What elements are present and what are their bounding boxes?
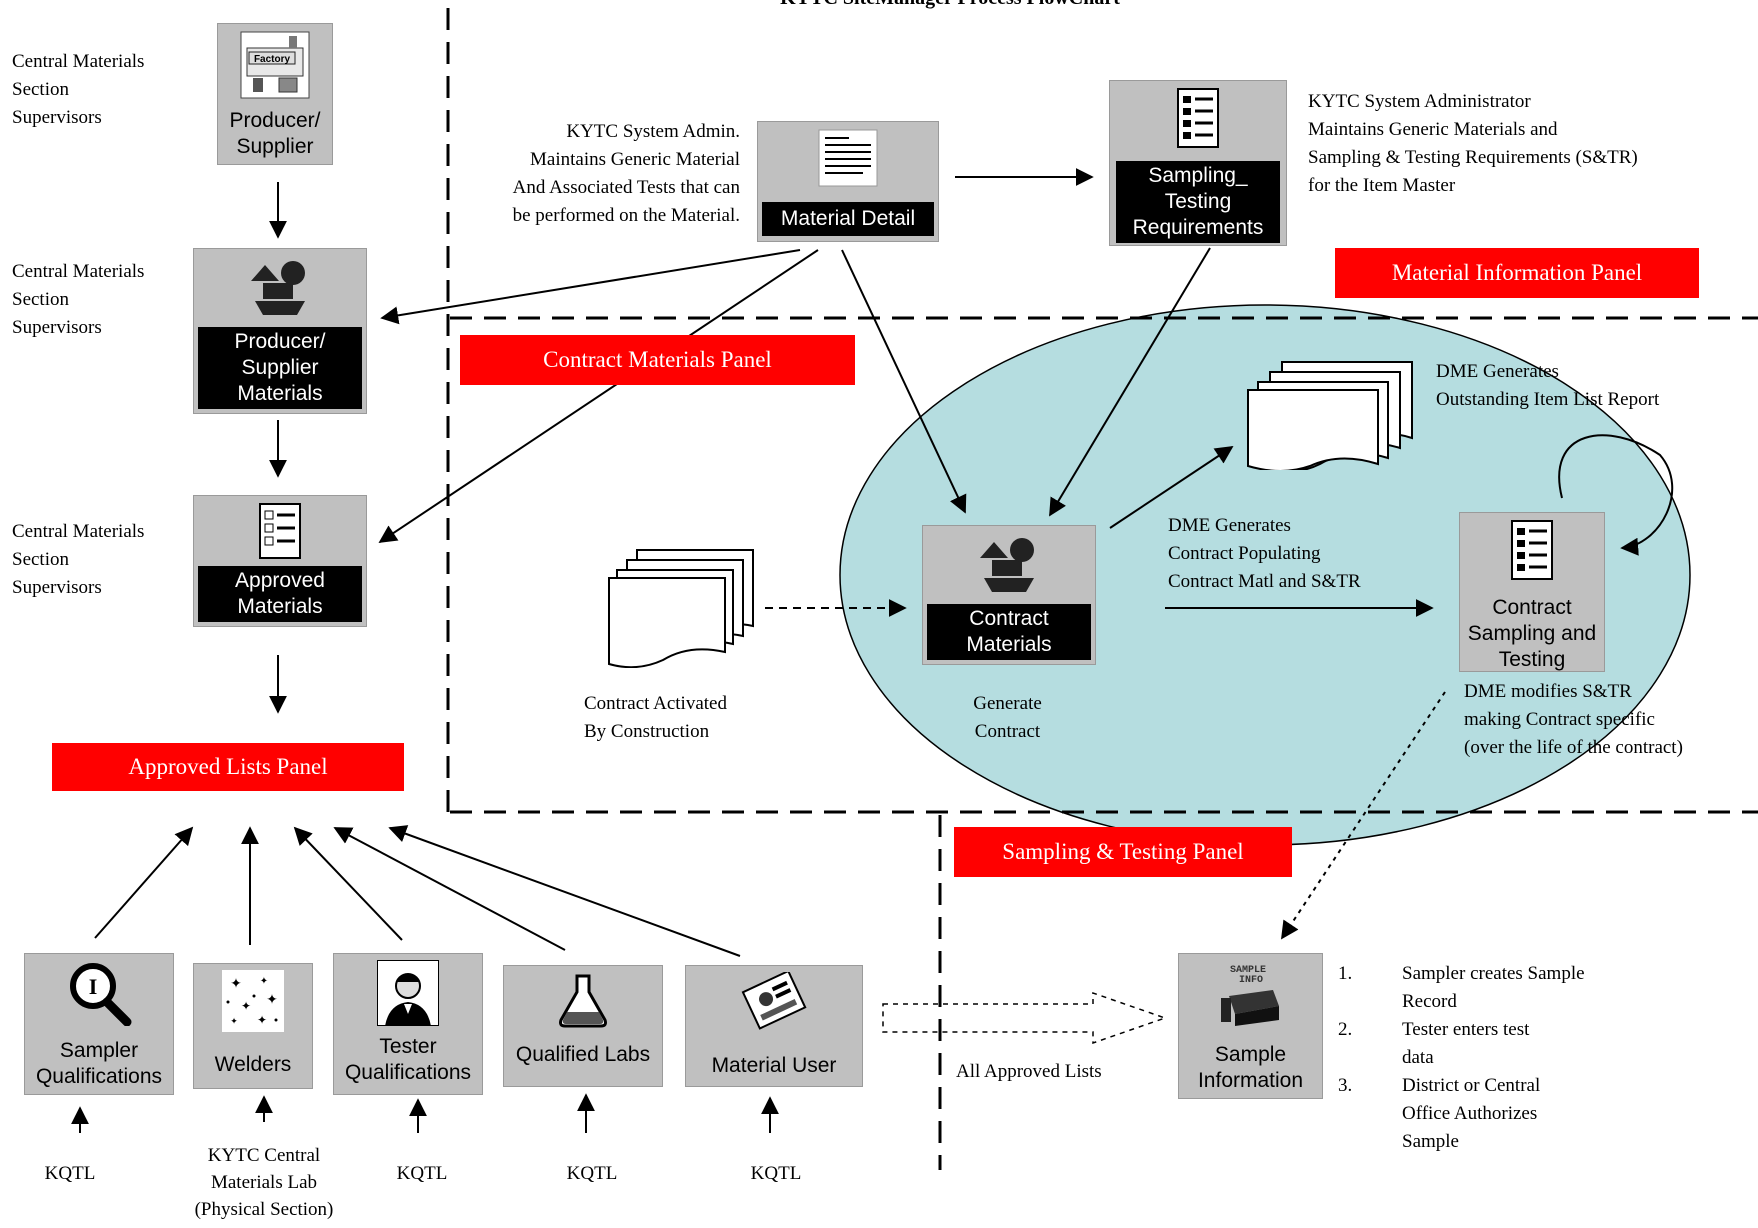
svg-text:✦: ✦ bbox=[230, 977, 242, 992]
step-number: 3. bbox=[1338, 1075, 1353, 1096]
sampling-testing-requirements-label: Sampling_ Testing Requirements bbox=[1116, 161, 1280, 243]
sample-text-1: SAMPLE bbox=[1229, 965, 1265, 976]
outstanding-item-report-icon bbox=[1247, 361, 1413, 470]
checklist-icon bbox=[194, 502, 366, 560]
contract-materials-node[interactable]: Contract Materials bbox=[922, 525, 1096, 665]
svg-text:I: I bbox=[89, 974, 98, 999]
sample-box-icon: SAMPLE INFO bbox=[1179, 960, 1322, 1030]
producer-supplier-label: Producer/ Supplier bbox=[229, 109, 321, 158]
factory-text: Factory bbox=[254, 54, 291, 65]
material-detail-node[interactable]: Material Detail bbox=[757, 121, 939, 242]
svg-text:✦: ✦ bbox=[266, 993, 278, 1008]
kytc-admin-right-note: KYTC System Administrator Maintains Gene… bbox=[1308, 91, 1638, 196]
user-card-icon bbox=[686, 972, 862, 1032]
cms-note-1: Central Materials Section Supervisors bbox=[12, 51, 145, 128]
kytc-admin-note: KYTC System Admin. Maintains Generic Mat… bbox=[512, 121, 740, 226]
materials-shapes-icon bbox=[194, 255, 366, 321]
person-icon bbox=[334, 960, 482, 1026]
sample-step: 3. District or Central Office Authorizes… bbox=[1338, 1072, 1738, 1156]
sample-information-label: Sample Information bbox=[1197, 1043, 1304, 1092]
producer-supplier-materials-label: Producer/ Supplier Materials bbox=[198, 327, 362, 409]
factory-icon: Factory bbox=[218, 30, 332, 100]
material-user-label: Material User bbox=[711, 1054, 837, 1077]
materials-shapes-icon bbox=[923, 532, 1095, 598]
dme-contract-note: DME Generates Contract Populating Contra… bbox=[1168, 515, 1361, 592]
svg-text:SAMPLE INFO: SAMPLE INFO bbox=[1229, 965, 1271, 986]
cms-note-2: Central Materials Section Supervisors bbox=[12, 261, 145, 338]
approved-lists-panel-label: Approved Lists Panel bbox=[52, 743, 404, 791]
step-number: 1. bbox=[1338, 963, 1353, 984]
step-number: 2. bbox=[1338, 1019, 1353, 1040]
producer-supplier-materials-node[interactable]: Producer/ Supplier Materials bbox=[193, 248, 367, 414]
checklist-icon bbox=[1110, 87, 1286, 149]
source-central-lab: KYTC Central Materials Lab (Physical Sec… bbox=[194, 1145, 334, 1220]
qualified-labs-node[interactable]: Qualified Labs bbox=[503, 965, 663, 1087]
sampling-testing-requirements-node[interactable]: Sampling_ Testing Requirements bbox=[1109, 80, 1287, 246]
step-text: Sampler creates Sample Record bbox=[1402, 963, 1585, 1012]
sampler-qualifications-node[interactable]: I Sampler Qualifications bbox=[24, 953, 174, 1095]
checklist-icon bbox=[1460, 519, 1604, 581]
sample-steps-list: 1. Sampler creates Sample Record 2. Test… bbox=[1338, 960, 1738, 1156]
material-user-node[interactable]: Material User bbox=[685, 965, 863, 1087]
flask-icon bbox=[504, 972, 662, 1030]
material-information-panel-label: Material Information Panel bbox=[1335, 248, 1699, 298]
contract-sampling-testing-node[interactable]: Contract Sampling and Testing bbox=[1459, 512, 1605, 672]
sample-step: 1. Sampler creates Sample Record bbox=[1338, 960, 1738, 1016]
dme-modifies-note: DME modifies S&TR making Contract specif… bbox=[1464, 681, 1683, 758]
magnifier-icon: I bbox=[25, 960, 173, 1026]
tester-qualifications-label: Tester Qualifications bbox=[344, 1035, 472, 1084]
all-approved-lists-note: All Approved Lists bbox=[956, 1061, 1102, 1082]
svg-text:✦: ✦ bbox=[230, 1016, 238, 1026]
tester-qualifications-node[interactable]: Tester Qualifications bbox=[333, 953, 483, 1095]
step-text: District or Central Office Authorizes Sa… bbox=[1402, 1075, 1541, 1152]
approved-materials-label: Approved Materials bbox=[198, 566, 362, 622]
contract-materials-panel-label: Contract Materials Panel bbox=[460, 335, 855, 385]
svg-text:✦: ✦ bbox=[241, 999, 251, 1013]
producer-supplier-node[interactable]: Factory Producer/ Supplier bbox=[217, 23, 333, 165]
svg-text:✦: ✦ bbox=[257, 1013, 267, 1027]
sample-step: 2. Tester enters test data bbox=[1338, 1016, 1738, 1072]
svg-text:✦: ✦ bbox=[260, 976, 268, 987]
source-kqtl-1: KQTL bbox=[44, 1163, 96, 1184]
contract-sampling-testing-label: Contract Sampling and Testing bbox=[1467, 596, 1597, 671]
sampler-qualifications-label: Sampler Qualifications bbox=[35, 1039, 163, 1088]
source-kqtl-3: KQTL bbox=[566, 1163, 618, 1184]
chart-title: KYTC SiteManager Process FlowChart bbox=[650, 0, 1250, 12]
step-text: Tester enters test data bbox=[1402, 1019, 1530, 1068]
cms-note-3: Central Materials Section Supervisors bbox=[12, 521, 145, 598]
source-kqtl-4: KQTL bbox=[750, 1163, 802, 1184]
sample-text-2: INFO bbox=[1238, 975, 1262, 986]
contract-materials-label: Contract Materials bbox=[927, 604, 1091, 660]
document-icon bbox=[758, 128, 938, 190]
approved-materials-node[interactable]: Approved Materials bbox=[193, 495, 367, 627]
dme-report-note: DME Generates Outstanding Item List Repo… bbox=[1436, 361, 1660, 410]
welders-node[interactable]: ✦ ✦ ✦ ✦ ✦ ✦ Welders bbox=[193, 963, 313, 1089]
generate-contract-note: Generate Contract bbox=[973, 693, 1042, 742]
welders-label: Welders bbox=[214, 1053, 292, 1076]
sparkles-icon: ✦ ✦ ✦ ✦ ✦ ✦ bbox=[194, 970, 312, 1032]
sampling-testing-panel-label: Sampling & Testing Panel bbox=[954, 827, 1292, 877]
contract-documents-icon bbox=[608, 549, 754, 668]
source-kqtl-2: KQTL bbox=[396, 1163, 448, 1184]
contract-activated-note: Contract Activated By Construction bbox=[584, 693, 727, 742]
material-detail-label: Material Detail bbox=[762, 202, 934, 236]
sample-information-node[interactable]: SAMPLE INFO Sample Information bbox=[1178, 953, 1323, 1099]
qualified-labs-label: Qualified Labs bbox=[515, 1043, 651, 1066]
